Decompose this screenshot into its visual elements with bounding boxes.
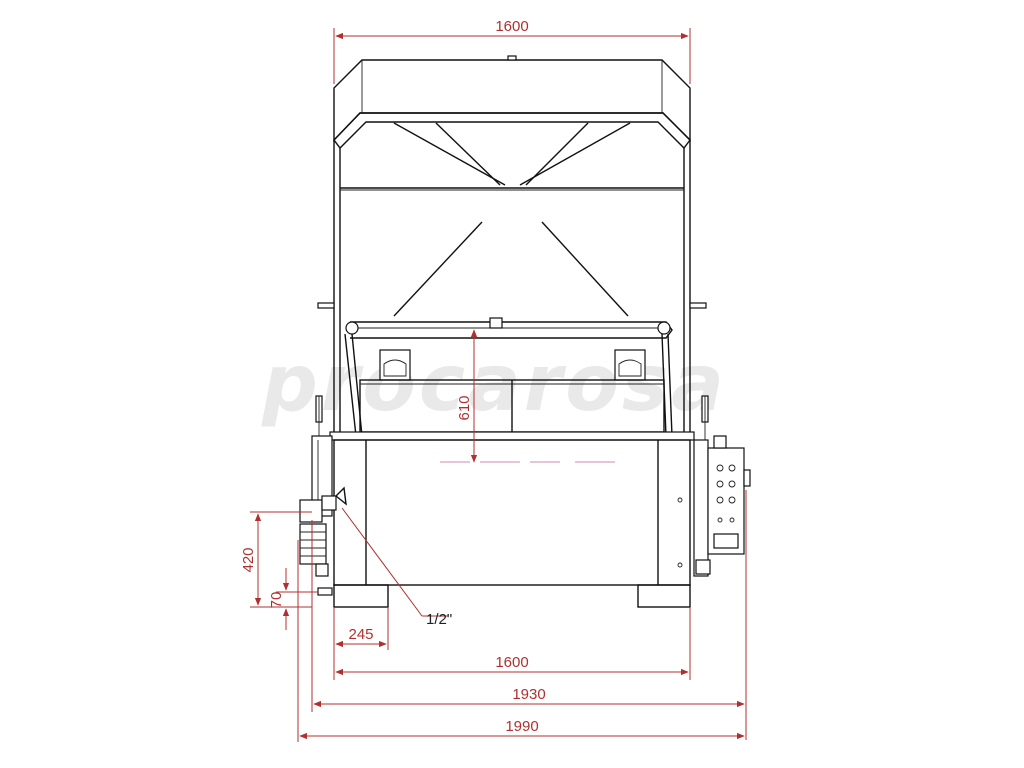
dim-overall-width-b: 1990 [505, 718, 538, 735]
callout-thread-size: 1/2" [426, 611, 452, 628]
dim-height-inlet: 420 [240, 547, 257, 572]
dimension-lines [250, 28, 747, 742]
dim-height-outlet: 70 [268, 592, 285, 609]
dim-base-width: 1600 [495, 654, 528, 671]
dim-offset-outlet: 245 [348, 626, 373, 643]
dim-overall-width-a: 1930 [512, 686, 545, 703]
dimension-labels: 1600 610 420 70 245 1600 1930 1990 1/2" [240, 18, 546, 735]
dim-height-tank: 610 [456, 395, 473, 420]
dim-top-width: 1600 [495, 18, 528, 35]
machine-outline [299, 55, 751, 608]
